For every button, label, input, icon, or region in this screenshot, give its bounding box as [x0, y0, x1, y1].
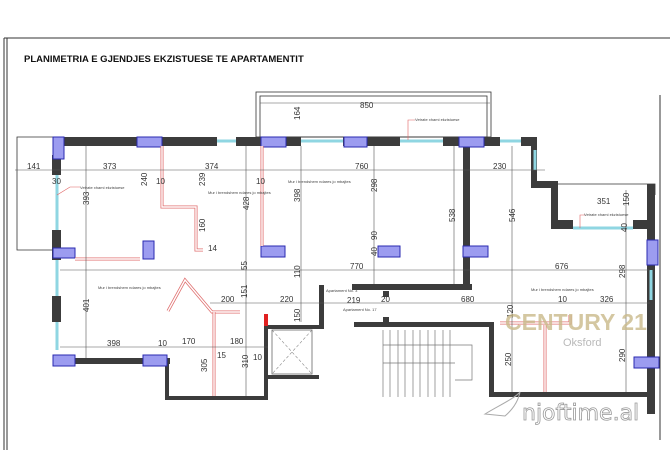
dim-label: 290: [618, 348, 627, 362]
dimension-lines: [15, 102, 650, 396]
dim-label: 298: [370, 178, 379, 192]
dim-label: 398: [293, 188, 302, 202]
dim-label: 164: [293, 106, 302, 120]
interior-walls: [75, 146, 572, 396]
dim-label: 160: [198, 218, 207, 232]
dim-label: 14: [208, 244, 217, 253]
dim-label: 10: [558, 295, 567, 304]
staircase: [382, 330, 473, 397]
njoftime-watermark: njoftime.al: [522, 401, 639, 426]
dim-label: 40: [370, 247, 379, 256]
dim-label: 150: [622, 192, 631, 206]
annotation-interior-wall: Mur i brendshem ndares jo mbajtes: [208, 190, 271, 195]
drawing-frame: [3, 37, 670, 450]
dim-label: 240: [140, 172, 149, 186]
annotation-interior-wall: Mur i brendshem ndares jo mbajtes: [288, 179, 351, 184]
dim-label: 200: [221, 295, 235, 304]
dim-label: 219: [347, 296, 361, 305]
dim-label: 230: [493, 162, 507, 171]
dim-label: 401: [82, 298, 91, 312]
dim-label: 180: [230, 337, 244, 346]
dim-label: 110: [293, 265, 302, 278]
apartment-label: Apartament No. 17: [343, 307, 377, 312]
century21-watermark: CENTURY 21: [505, 309, 647, 335]
dim-label: 351: [597, 197, 611, 206]
dim-label: 546: [508, 208, 517, 222]
dim-label: 15: [217, 351, 226, 360]
glass-windows: [55, 139, 653, 350]
dim-label: 760: [355, 162, 369, 171]
dim-label: 141: [27, 162, 41, 171]
dim-label: 250: [504, 352, 513, 366]
dim-label: 220: [280, 295, 294, 304]
dim-label: 170: [182, 337, 196, 346]
dim-label: 10: [256, 177, 265, 186]
annotations: Vetrate xhami ekzistuese Vetrate xhami e…: [56, 117, 629, 312]
apartment-label: Apartament No. 3: [326, 288, 358, 293]
annotation-glass: Vetrate xhami ekzistuese: [584, 212, 629, 217]
oksford-watermark: Oksford: [563, 337, 602, 349]
dim-label: 55: [240, 261, 249, 270]
dim-label: 10: [156, 177, 165, 186]
dim-label: 428: [242, 196, 251, 210]
dim-label: 298: [618, 264, 627, 278]
dim-label: 770: [350, 262, 364, 271]
dim-label: 10: [158, 339, 167, 348]
dim-label: 120: [506, 304, 515, 318]
dim-label: 538: [448, 208, 457, 222]
dim-label: 30: [52, 177, 61, 186]
dim-label: 676: [555, 262, 569, 271]
bird-logo-icon: [483, 391, 521, 417]
annotation-interior-wall: Mur i brendshem ndares jo mbajtes: [531, 287, 594, 292]
dim-label: 239: [198, 172, 207, 186]
dim-label: 326: [600, 295, 614, 304]
watermarks: CENTURY 21 Oksford njoftime.al: [483, 309, 647, 426]
annotation-glass: Vetrate xhami ekzistuese: [80, 185, 125, 190]
dim-label: 151: [240, 284, 249, 298]
plan-title: PLANIMETRIA E GJENDJES EKZISTUESE TE APA…: [24, 54, 304, 65]
dim-label: 305: [200, 358, 209, 372]
dim-label: 373: [103, 162, 117, 171]
annotation-glass: Vetrate xhami ekzistuese: [415, 117, 460, 122]
dim-label: 393: [82, 191, 91, 205]
dimension-labels: 850 164 141 373 374 760 230 30 240 10 23…: [27, 101, 631, 372]
dim-label: 10: [253, 353, 262, 362]
elevator-shaft: [271, 329, 313, 375]
dim-label: 374: [205, 162, 219, 171]
dim-label: 850: [360, 101, 374, 110]
dim-label: 20: [381, 295, 390, 304]
dim-label: 398: [107, 339, 121, 348]
dim-label: 90: [370, 231, 379, 240]
dim-label: 150: [293, 308, 302, 322]
annotation-interior-wall: Mur i brendshem ndares jo mbajtes: [98, 285, 161, 290]
dim-label: 40: [620, 223, 629, 232]
dim-label: 310: [241, 354, 250, 368]
structural-columns: [52, 136, 660, 369]
dim-label: 680: [461, 295, 475, 304]
